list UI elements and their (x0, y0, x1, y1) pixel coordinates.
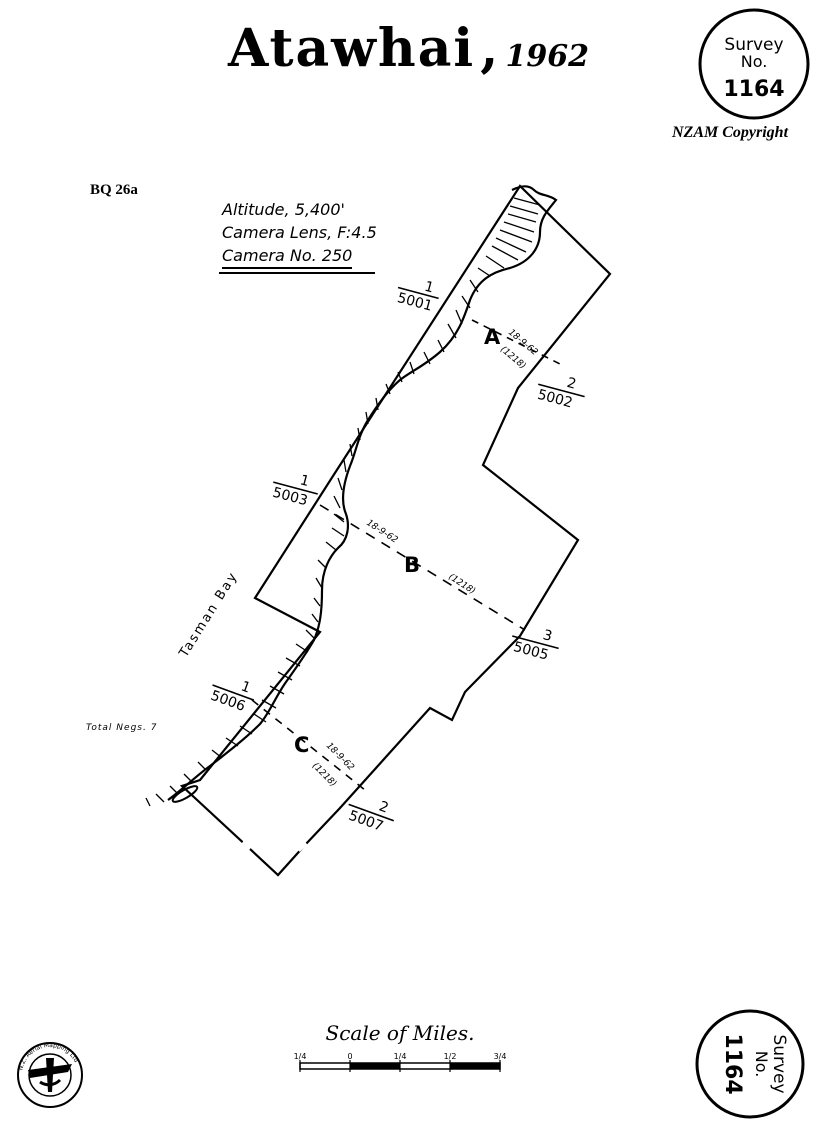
survey-badge-bottom: Survey No. 1164 (695, 1009, 805, 1119)
run-b-end-marker: 3 5005 (512, 627, 559, 664)
boundary-gap (296, 841, 308, 852)
copyright-notice: NZAM Copyright (672, 124, 789, 141)
camera-number-label: Camera No. 250 (222, 244, 353, 269)
run-a-id: A (484, 325, 501, 349)
run-c-label: C 18-9-62 (1218) (294, 733, 356, 789)
run-b-start-marker: 1 5003 (271, 472, 318, 509)
run-b-label: B 18-9-62 (1218) (364, 518, 477, 597)
run-a-end-no: 2 (565, 375, 578, 393)
scale-tick-2: 1/4 (394, 1052, 407, 1061)
run-b-id: B (404, 553, 420, 577)
run-line-a (471, 319, 561, 365)
run-b-end-no: 3 (541, 627, 554, 645)
badge-bottom-line1: Survey (769, 1034, 789, 1093)
scale-tick-0: 1/4 (294, 1052, 307, 1061)
total-negatives: Total Negs. 7 (86, 723, 158, 733)
nz-aerial-mapping-logo: N.Z. Aerial Mapping Ltd (17, 1042, 83, 1108)
run-c-date: 18-9-62 (324, 741, 356, 773)
run-c-start-marker: 1 5006 (208, 678, 255, 715)
flight-info-underline (219, 272, 375, 274)
run-c-start-no: 1 (239, 678, 253, 696)
scale-bar: Scale of Miles. 1/4 0 1/4 1/2 3/4 (294, 1021, 507, 1072)
run-b-date: 18-9-62 (364, 518, 399, 546)
run-a-end-marker: 2 5002 (536, 375, 585, 411)
badge-bottom-line2: No. (752, 1051, 771, 1078)
map-title: Atawhai , 1962 (0, 18, 817, 79)
run-b-start-no: 1 (298, 472, 311, 490)
run-c-id: C (294, 733, 309, 757)
run-a-start-marker: 1 5001 (396, 279, 439, 315)
run-c-ref: (1218) (310, 761, 338, 789)
badge-line1: Survey (724, 35, 783, 55)
camera-lens-label: Camera Lens, F:4.5 (222, 223, 377, 242)
run-a-label: A 18-9-62 (1218) (484, 325, 540, 372)
scale-tick-3: 1/2 (444, 1052, 457, 1061)
scale-title: Scale of Miles. (326, 1021, 475, 1045)
title-place: Atawhai (228, 18, 476, 79)
boundary-gap (240, 841, 252, 851)
scale-tick-4: 3/4 (494, 1052, 507, 1061)
tasman-bay-label: Tasman Bay (176, 569, 241, 661)
altitude-label: Altitude, 5,400' (222, 200, 345, 219)
run-a-start-no: 1 (423, 279, 436, 297)
title-separator: , (480, 18, 501, 79)
title-year: 1962 (505, 39, 589, 74)
flight-info: Altitude, 5,400' Camera Lens, F:4.5 Came… (219, 198, 377, 274)
coverage-boundary (179, 184, 612, 877)
scale-tick-1: 0 (347, 1052, 352, 1061)
sheet-reference: BQ 26a (90, 182, 138, 198)
run-line-b (319, 504, 526, 631)
run-c-end-no: 2 (377, 798, 391, 816)
badge-bottom-number: 1164 (720, 1033, 745, 1094)
badge-number: 1164 (723, 77, 784, 102)
survey-badge-top: Survey No. 1164 (698, 8, 810, 120)
run-line-c (251, 699, 366, 791)
coastline (145, 185, 558, 807)
badge-line2: No. (741, 52, 768, 71)
